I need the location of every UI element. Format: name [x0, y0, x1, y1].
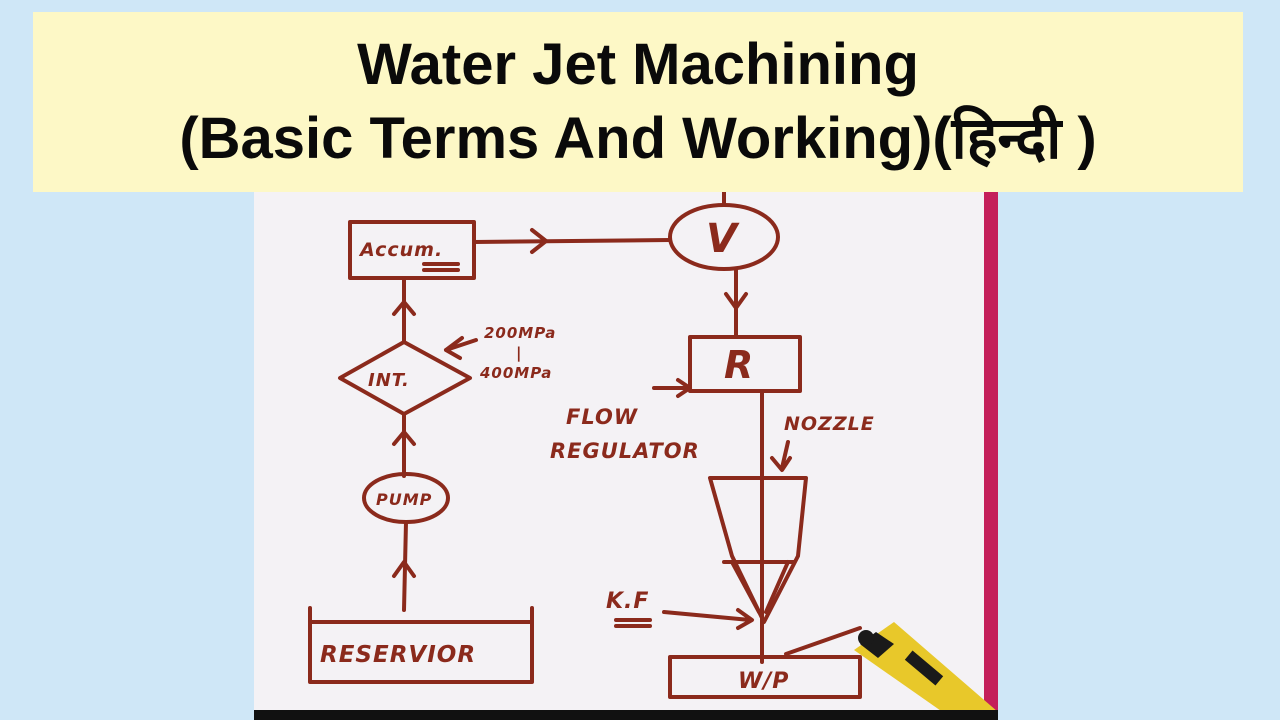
- reservoir-to-pump-arrow: [392, 560, 416, 578]
- pressure-separator: |: [516, 344, 522, 363]
- pressure-top-label: 200MPa: [484, 324, 556, 342]
- bottom-strip: [254, 710, 998, 720]
- kerf-pointer: [662, 610, 752, 622]
- title-line-1: Water Jet Machining: [357, 32, 919, 97]
- pump-to-intensifier-arrow: [392, 430, 416, 446]
- regulator-box: [688, 335, 802, 393]
- whiteboard-diagram: Accum. V R FLOW REGULATOR NOZZLE: [254, 192, 998, 720]
- marker-pointer-line: [784, 626, 862, 656]
- flow-diagram: Accum. V R FLOW REGULATOR NOZZLE: [308, 192, 998, 720]
- reservoir-tank: [308, 606, 534, 684]
- pump-label: PUMP: [376, 490, 432, 509]
- jet-stream-right: [764, 560, 790, 614]
- pressure-pointer-arrow: [444, 336, 464, 360]
- workpiece-label: W/P: [738, 669, 789, 694]
- whiteboard-edge: [984, 192, 998, 720]
- nozzle-label: NOZZLE: [784, 413, 875, 435]
- flow-regulator-label-2: REGULATOR: [550, 439, 700, 463]
- workpiece-box: [668, 655, 862, 699]
- accumulator-to-valve-arrow: [530, 228, 548, 254]
- reservoir-label: RESERVIOR: [320, 642, 476, 668]
- jet-stream-left: [730, 560, 761, 614]
- intensifier-label: INT.: [368, 370, 410, 391]
- kerf-pointer-arrow: [736, 608, 754, 630]
- flow-regulator-label-1: FLOW: [566, 405, 638, 429]
- regulator-label: R: [724, 343, 754, 387]
- valve-label: V: [706, 216, 740, 262]
- valve-to-regulator-arrow: [724, 292, 748, 310]
- nozzle-body: [708, 476, 808, 624]
- accumulator-label: Accum.: [358, 239, 443, 261]
- pressure-bottom-label: 400MPa: [479, 364, 552, 382]
- accumulator-box: [348, 220, 476, 280]
- nozzle-pointer: [780, 440, 790, 470]
- flow-regulator-pointer-arrow: [676, 378, 692, 398]
- marker-pen-icon: [854, 622, 998, 720]
- accumulator-to-valve-line: [472, 238, 672, 244]
- title-banner: Water Jet Machining (Basic Terms And Wor…: [33, 12, 1243, 192]
- kerf-label: K.F: [606, 589, 649, 614]
- intensifier-to-accumulator-arrow: [392, 300, 416, 316]
- nozzle-pointer-arrow: [770, 456, 792, 472]
- title-line-2: (Basic Terms And Working)(हिन्दी ): [179, 106, 1097, 171]
